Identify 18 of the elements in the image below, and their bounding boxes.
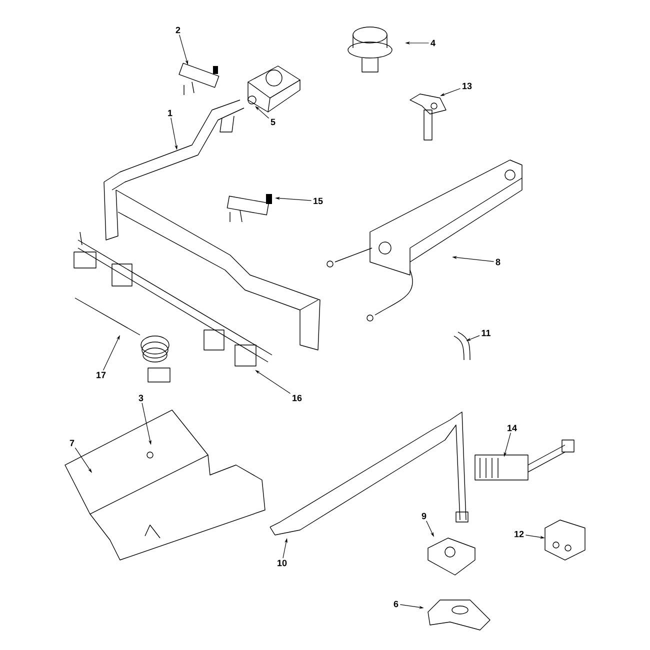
callout-number: 7 xyxy=(70,440,74,446)
callout-number: 16 xyxy=(292,394,302,402)
callout-number: 9 xyxy=(422,512,426,520)
callout-number: 15 xyxy=(314,198,323,204)
callout-number: 10 xyxy=(278,560,287,566)
callout-number: 11 xyxy=(482,330,490,336)
callout-number: 6 xyxy=(394,600,398,608)
callout-number: 8 xyxy=(496,258,500,266)
callout-number: 5 xyxy=(270,118,276,126)
callout-number: 2 xyxy=(176,26,180,34)
callout-number: 3 xyxy=(138,394,144,402)
callout-number: 13 xyxy=(462,82,472,90)
callout-number: 4 xyxy=(430,40,436,46)
callout-number: 1 xyxy=(168,110,172,116)
callout-number: 17 xyxy=(96,372,106,378)
leader-line xyxy=(255,106,270,119)
callout-number: 12 xyxy=(514,530,524,538)
callout-number: 14 xyxy=(508,424,517,432)
